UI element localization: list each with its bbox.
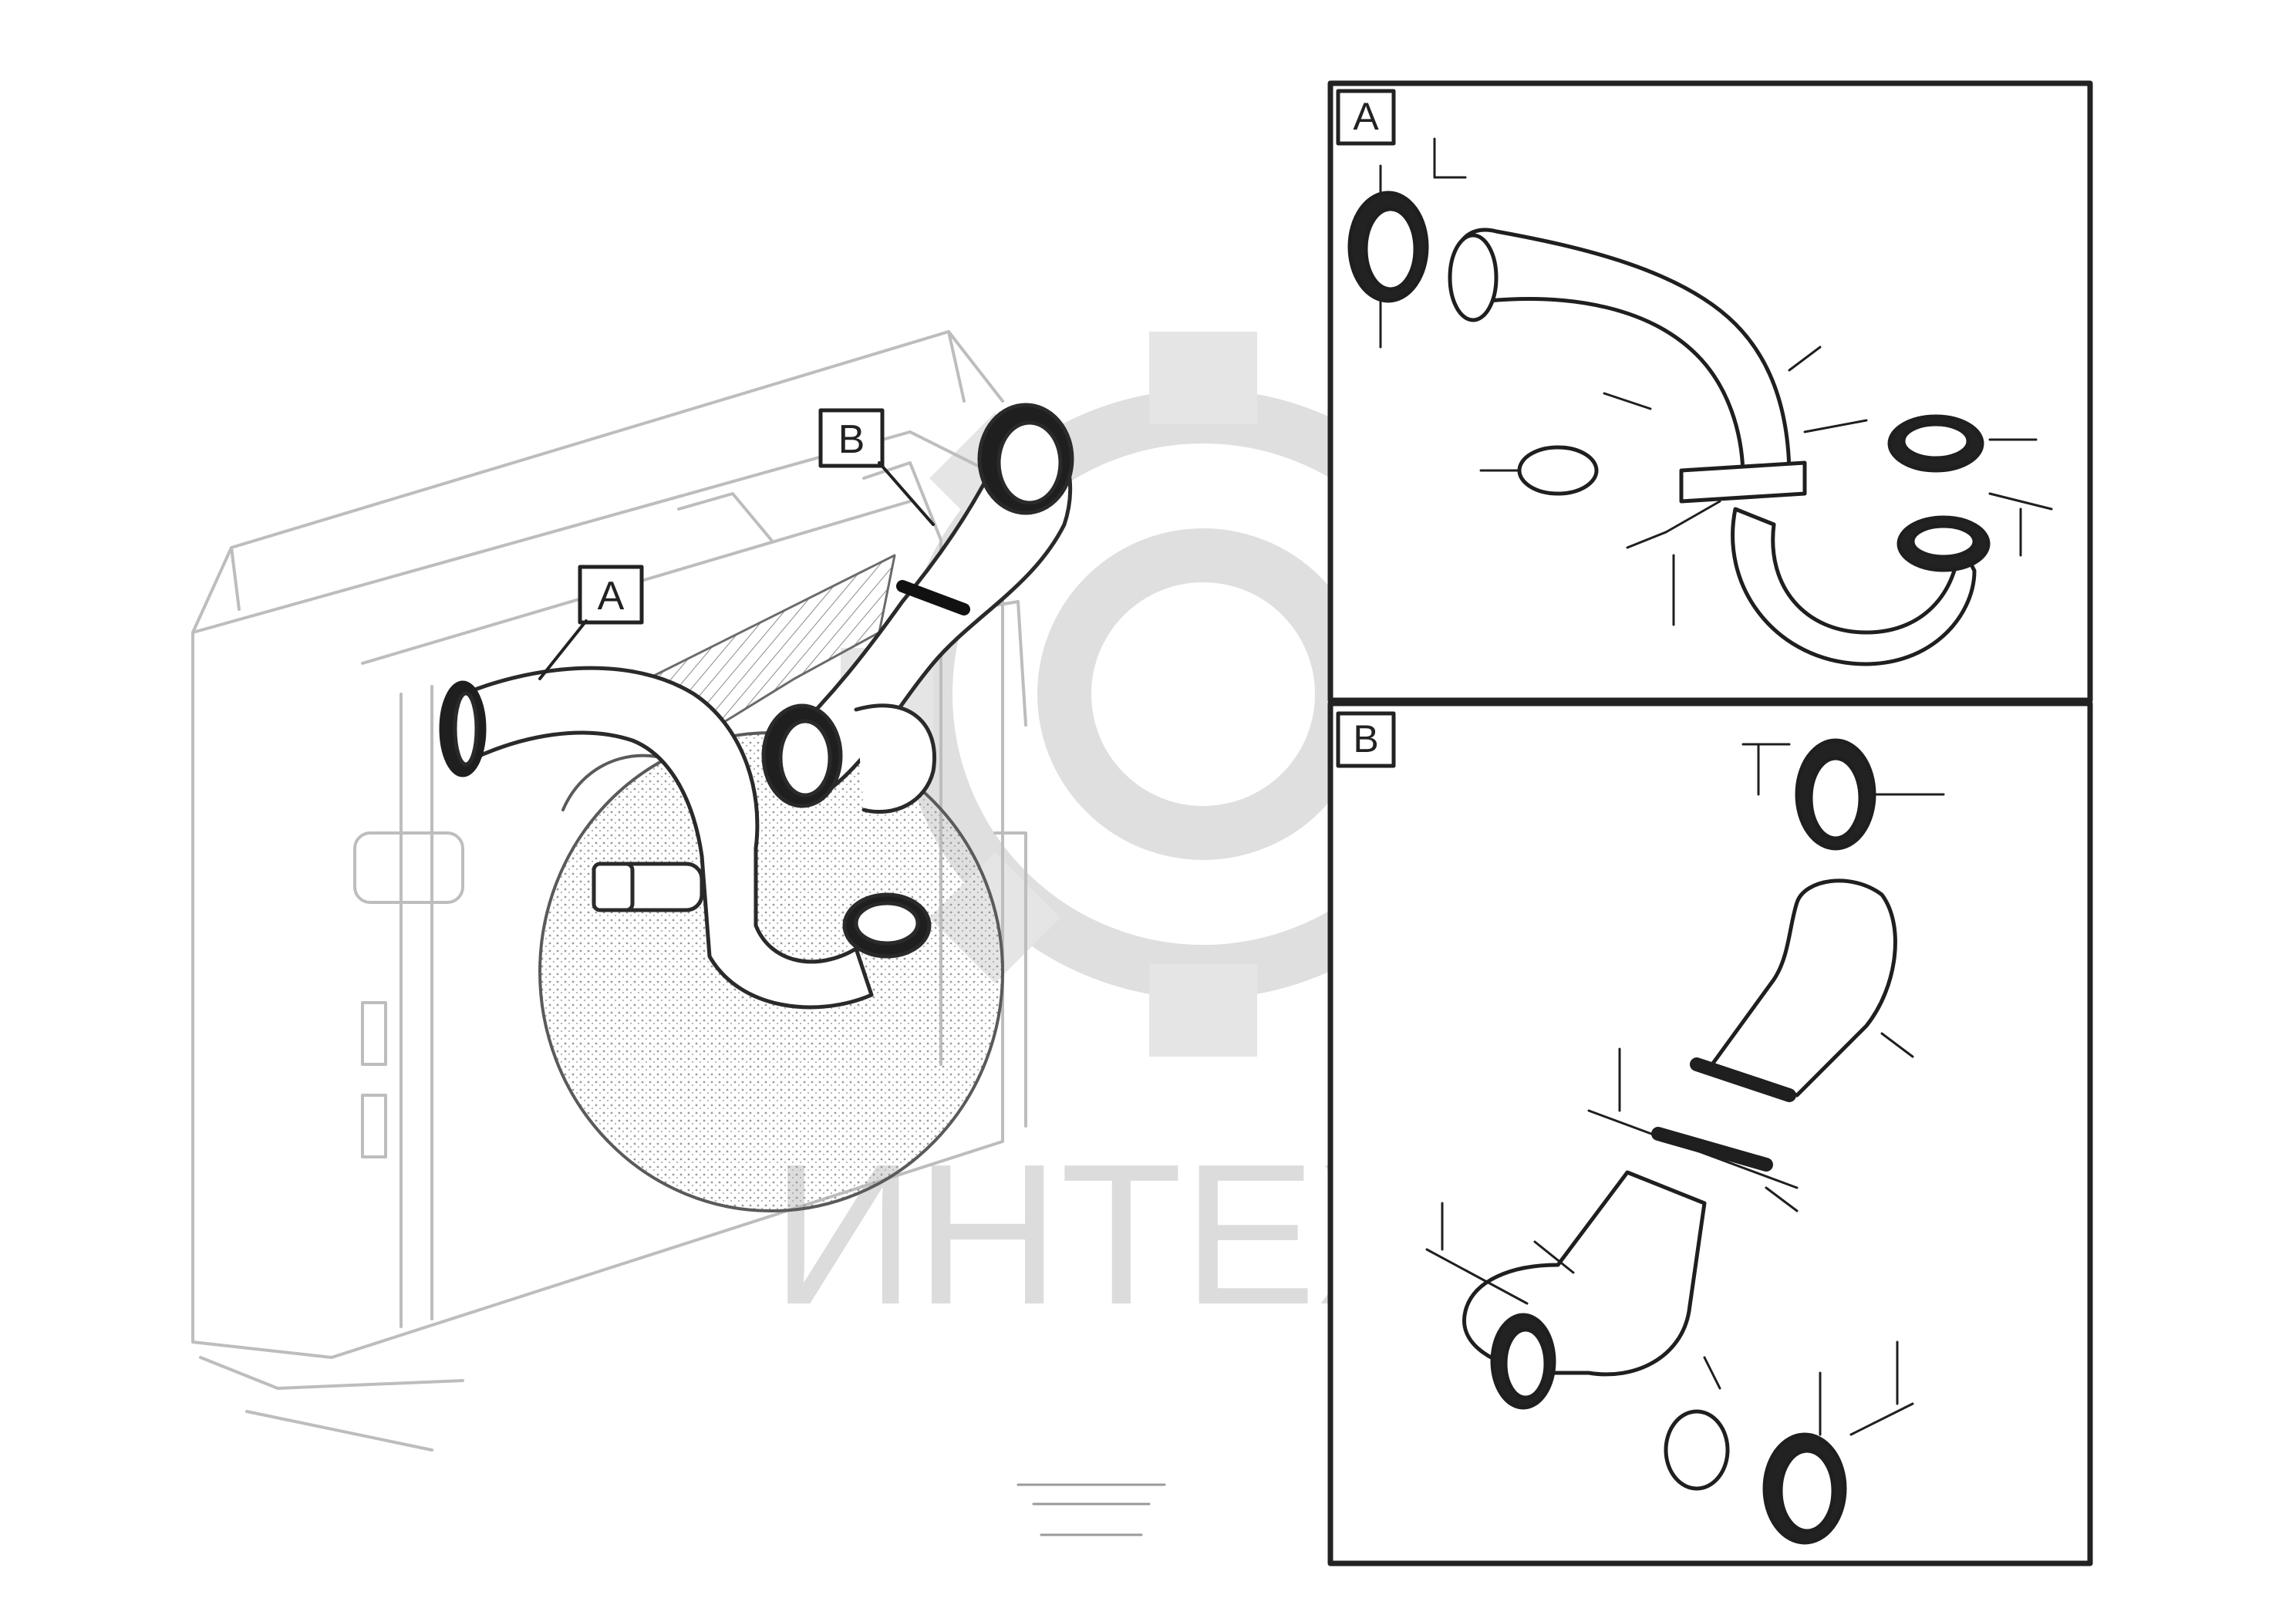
radiator-housing <box>191 330 1027 1452</box>
callout-b: B <box>818 408 935 526</box>
callout-b-label: B <box>838 417 865 462</box>
callout-a-label: A <box>598 574 625 619</box>
drawing-stamp <box>1017 1483 1166 1536</box>
detail-a-tag: A <box>1353 95 1379 138</box>
detail-panel-b: B <box>1327 700 2093 1566</box>
detail-b-tag-box <box>1336 711 1396 768</box>
detail-panel-a: A <box>1327 80 2093 703</box>
main-assembly-view: A B <box>191 330 1166 1536</box>
hose-a <box>439 666 874 1010</box>
detail-b-tag: B <box>1353 717 1378 760</box>
detail-a-tag-box <box>1336 89 1396 146</box>
callout-a: A <box>538 565 644 680</box>
hose-b <box>761 403 1074 959</box>
